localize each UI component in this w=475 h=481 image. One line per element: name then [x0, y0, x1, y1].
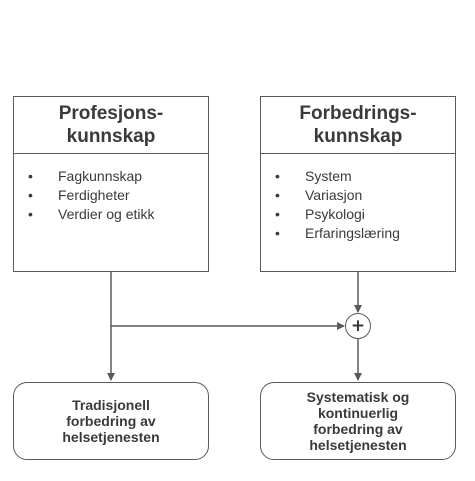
bullet: • [275, 187, 280, 203]
list-item-label: Variasjon [305, 187, 363, 203]
list-item-label: Verdier og etikk [58, 206, 155, 222]
list-item: • Erfaringslæring [275, 224, 455, 243]
improvement-knowledge-title-line1: Forbedrings- [299, 103, 417, 124]
bullet: • [275, 225, 280, 241]
bullet: • [275, 206, 280, 222]
list-item-label: Fagkunnskap [58, 168, 143, 184]
systematic-improvement-box: Systematisk og kontinuerlig forbedring a… [260, 382, 456, 460]
profession-knowledge-title-line1: Profesjons- [58, 103, 164, 124]
traditional-improvement-line1: Tradisjonell [72, 397, 150, 413]
bullet: • [28, 187, 33, 203]
improvement-knowledge-title: Forbedrings- kunnskap [261, 97, 455, 154]
profession-knowledge-list: • Fagkunnskap • Ferdigheter • Verdier og… [14, 154, 208, 224]
improvement-knowledge-title-line2: kunnskap [313, 126, 403, 147]
systematic-improvement-line4: helsetjenesten [309, 437, 407, 453]
list-item-label: Psykologi [305, 206, 365, 222]
improvement-knowledge-list: • System • Variasjon • Psykologi • Erfar… [261, 154, 455, 243]
list-item: • Fagkunnskap [28, 167, 208, 186]
systematic-improvement-line3: forbedring av [313, 421, 403, 437]
profession-knowledge-title-line2: kunnskap [66, 126, 156, 147]
list-item: • Psykologi [275, 205, 455, 224]
systematic-improvement-line2: kontinuerlig [317, 405, 399, 421]
improvement-knowledge-box: Forbedrings- kunnskap • System • Variasj… [260, 96, 456, 272]
list-item: • Variasjon [275, 186, 455, 205]
bullet: • [28, 168, 33, 184]
list-item: • Ferdigheter [28, 186, 208, 205]
profession-knowledge-title: Profesjons- kunnskap [14, 97, 208, 154]
combine-plus-icon: + [345, 313, 371, 339]
list-item-label: Erfaringslæring [305, 225, 400, 241]
traditional-improvement-line2: forbedring av [66, 413, 156, 429]
traditional-improvement-line3: helsetjenesten [62, 429, 160, 445]
list-item: • Verdier og etikk [28, 205, 208, 224]
list-item-label: System [305, 168, 352, 184]
bullet: • [28, 206, 33, 222]
profession-knowledge-box: Profesjons- kunnskap • Fagkunnskap • Fer… [13, 96, 209, 272]
list-item-label: Ferdigheter [58, 187, 130, 203]
systematic-improvement-line1: Systematisk og [306, 389, 410, 405]
list-item: • System [275, 167, 455, 186]
traditional-improvement-box: Tradisjonell forbedring av helsetjeneste… [13, 382, 209, 460]
bullet: • [275, 168, 280, 184]
